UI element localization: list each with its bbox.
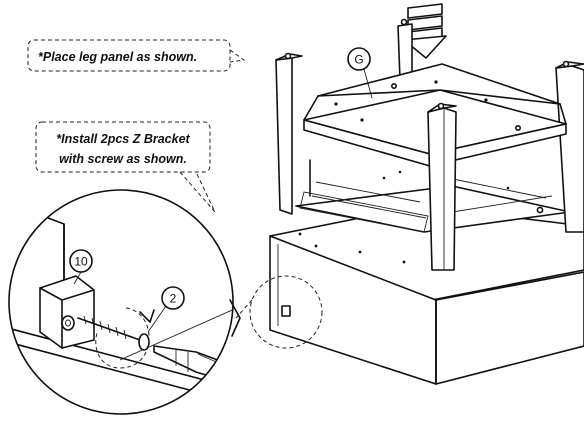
screw [77,315,150,351]
part-label-10-text: 10 [74,255,88,269]
part-label-g [347,47,371,71]
callout-install-bracket: *Install 2pcs Z Bracket with screw as sh… [35,121,216,213]
z-bracket [39,275,95,349]
part-label-2 [161,286,185,310]
note-install-line-1: *Install 2pcs Z Bracket [56,132,190,146]
detail-view: 10 2 [8,189,241,415]
lower-cabinet [235,205,584,385]
note-install-line-2: with screw as shown. [59,152,187,166]
part-label-g-text: G [354,53,363,67]
part-label-2-text: 2 [170,292,177,306]
note-place-leg-panel: *Place leg panel as shown. [38,50,197,64]
leg-panel-frame: G [275,18,584,271]
detail-marker [249,275,323,349]
callout-place-leg-panel: *Place leg panel as shown. [27,39,246,72]
